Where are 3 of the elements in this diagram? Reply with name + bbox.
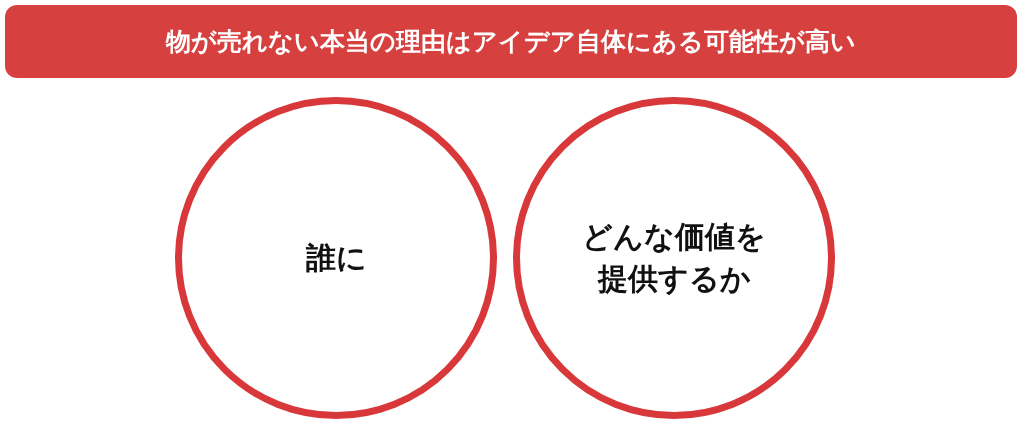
title-banner: 物が売れない本当の理由はアイデア自体にある可能性が高い [5,5,1017,78]
node-label: 誰に [305,239,367,277]
node-label: どんな価値を提供するか [581,218,767,298]
